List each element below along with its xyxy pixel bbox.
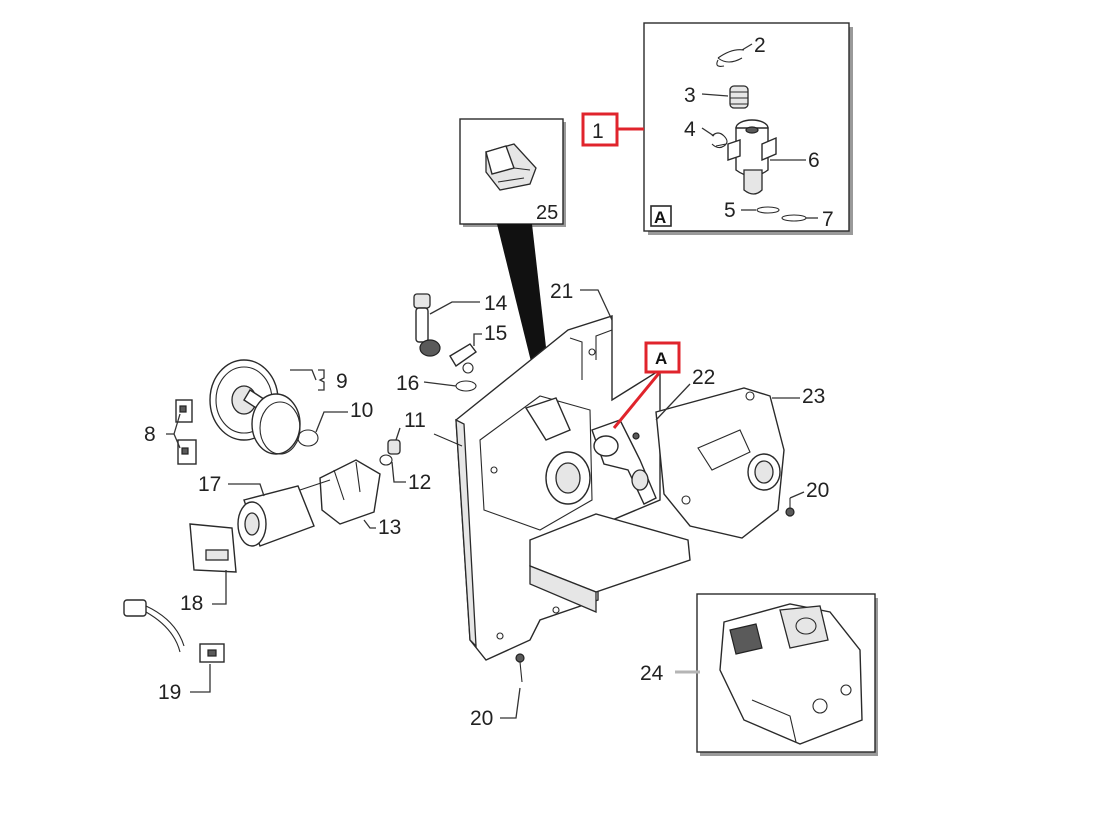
callout-24: 24 <box>640 662 664 685</box>
detail-marker-label: A <box>655 349 667 368</box>
callout-5: 5 <box>724 199 736 222</box>
callout-23: 23 <box>802 385 825 408</box>
callout-9: 9 <box>336 370 348 393</box>
part-6-valve-body <box>727 119 777 195</box>
detail-box-tag: A <box>654 208 666 227</box>
detail-marker-a: A <box>612 341 681 429</box>
callout-1: 1 <box>592 120 604 143</box>
part-22-valve <box>591 419 657 505</box>
callout-20-bottom: 20 <box>470 707 493 730</box>
callout-4: 4 <box>684 118 696 141</box>
leader-lines <box>166 289 805 719</box>
callout-15: 15 <box>484 322 507 345</box>
part-11-plug <box>387 439 401 455</box>
callout-18: 18 <box>180 592 203 615</box>
part-20-screw-right <box>785 498 795 517</box>
part-10-o-ring <box>297 429 319 447</box>
callout-19: 19 <box>158 681 181 704</box>
callout-1-highlight: 1 <box>581 112 644 147</box>
part-20-screw-bottom <box>515 653 525 683</box>
callout-25: 25 <box>536 202 558 224</box>
callout-14: 14 <box>484 292 508 315</box>
callout-20-right: 20 <box>806 479 829 502</box>
part-13-coupling <box>319 459 381 525</box>
callout-10: 10 <box>350 399 373 422</box>
callout-13: 13 <box>378 516 401 539</box>
callout-8: 8 <box>144 423 156 446</box>
part-16-o-ring <box>455 380 477 392</box>
part-19-wire-harness <box>123 599 225 663</box>
detail-box-24 <box>675 593 878 756</box>
callout-17: 17 <box>198 473 221 496</box>
part-9-gear <box>209 359 301 455</box>
callout-21: 21 <box>550 280 573 303</box>
callout-22: 22 <box>692 366 715 389</box>
detail-box-a: A 2 3 4 6 5 7 <box>643 22 853 235</box>
callout-16: 16 <box>396 372 419 395</box>
callout-3: 3 <box>684 84 696 107</box>
part-14-elbow <box>413 293 441 357</box>
part-23-side-plate <box>655 387 785 539</box>
callout-2: 2 <box>754 34 766 57</box>
part-15-connector <box>449 343 477 374</box>
callout-12: 12 <box>408 471 431 494</box>
part-17-motor <box>237 479 331 547</box>
callout-6: 6 <box>808 149 820 172</box>
callout-7: 7 <box>822 208 834 231</box>
part-8-switches <box>175 399 197 465</box>
callout-11: 11 <box>404 409 426 432</box>
part-18-bracket <box>189 523 237 573</box>
part-3-screw <box>729 85 749 109</box>
main-chassis <box>433 315 691 661</box>
part-12-o-ring <box>379 454 393 466</box>
